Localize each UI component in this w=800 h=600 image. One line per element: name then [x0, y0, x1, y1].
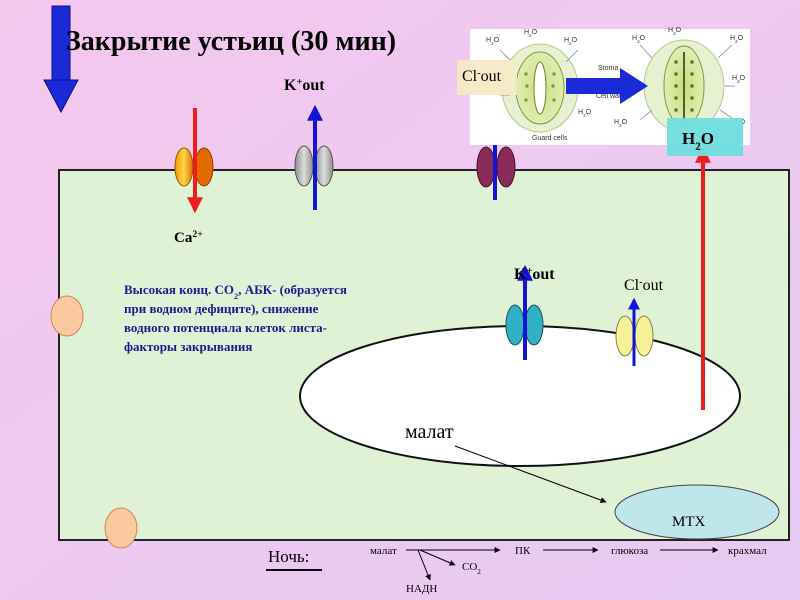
reaction-nadh: НАДН: [406, 583, 437, 595]
closed-stoma-image: [643, 39, 725, 133]
inset-h2o-label-7: H2O: [730, 35, 744, 44]
malate-label: малат: [405, 421, 454, 443]
inset-h2o-label-6: H2O: [668, 27, 682, 36]
malate-to-mitochondrion-arrow: [454, 445, 607, 503]
inset-h2o-label-3: H2O: [564, 37, 578, 46]
inset-h2o-label-8: H2O: [732, 75, 746, 84]
reaction-malate: малат: [370, 545, 397, 557]
night-label: Ночь:: [268, 547, 309, 566]
cl-out-label-vacuole: Cl-out: [624, 277, 664, 295]
cl-out-label-top: Cl-out: [462, 68, 502, 86]
reaction-glucose: глюкоза: [611, 545, 648, 557]
cl-channel-top: [476, 146, 516, 188]
reaction-pk: ПК: [515, 545, 531, 557]
k-out-label-vacuole: K+out: [514, 266, 555, 284]
inset-h2o-label-2: H2O: [524, 29, 538, 38]
reaction-co2: CO2: [462, 561, 481, 576]
open-stoma-image: [501, 43, 579, 133]
closing-factors-line-2: при водном дефиците), снижение: [124, 301, 319, 316]
ca-ion-label: Ca2+: [174, 229, 203, 247]
closing-factors-line-1: Высокая конц. CO2, АБК- (образуется: [124, 282, 347, 301]
cl-channel-vacuole: [615, 315, 654, 357]
co2-release-arrow: [419, 549, 456, 566]
k-channel-vacuole: [505, 304, 544, 346]
nadh-release-arrow: [417, 549, 431, 581]
cell-wall-bump-bottom: [104, 507, 138, 549]
h2o-label-box: [667, 118, 743, 156]
cell-wall-bump-left: [50, 295, 84, 337]
h2o-label: H2O: [682, 129, 714, 153]
closing-factors-line-4: факторы закрывания: [124, 339, 252, 354]
k-out-label-top: K+out: [284, 77, 325, 95]
cl-out-label-box-top: [457, 60, 517, 95]
inset-h2o-label-5: H2O: [632, 35, 646, 44]
closing-factors-line-3: водного потенциала клеток листа-: [124, 320, 327, 335]
inset-h2o-label-4: H2O: [578, 109, 592, 118]
mitochondrion: [614, 484, 780, 540]
vacuole: [299, 325, 741, 467]
stoma-closing-arrow: [566, 68, 648, 104]
inset-h2o-label-1: H2O: [486, 37, 500, 46]
inset-cell-walls-label: Cell walls: [596, 93, 626, 100]
reaction-starch: крахмал: [728, 545, 767, 557]
slide-title: Закрытие устьиц (30 мин): [66, 26, 396, 57]
down-arrow-icon: [43, 5, 79, 114]
inset-guard-cells-label: Guard cells: [532, 135, 568, 142]
closing-factors-text: Высокая конц. CO2, АБК- (образуется при …: [124, 282, 350, 354]
mitochondrion-label: МТХ: [672, 514, 706, 530]
inset-h2o-label-10: H2O: [614, 119, 628, 128]
inset-stoma-label: Stoma: [598, 65, 618, 72]
